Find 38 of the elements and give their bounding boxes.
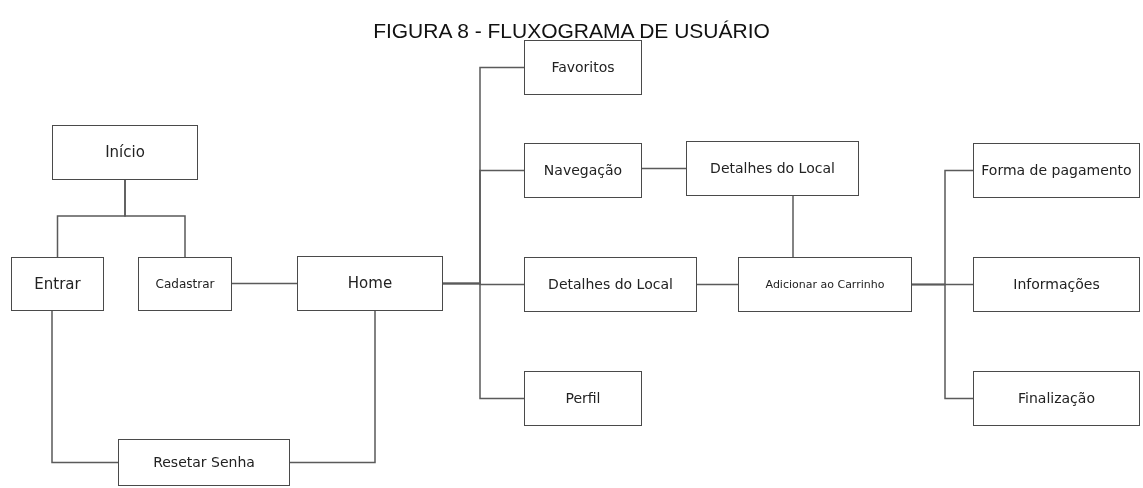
connector-line	[289, 310, 376, 464]
process-box	[118, 439, 290, 486]
connector-line	[124, 179, 186, 258]
box-label: Detalhes do Local	[547, 275, 674, 294]
box-label: Início	[104, 143, 146, 162]
process-box	[524, 257, 697, 312]
process-box	[297, 256, 443, 311]
box-label: Detalhes do Local	[709, 159, 836, 178]
process-box	[524, 371, 642, 426]
connector-line	[792, 195, 794, 258]
box-label: Perfil	[564, 389, 602, 408]
box-label: Home	[346, 274, 394, 293]
connector-line	[442, 282, 525, 400]
process-box	[973, 257, 1140, 312]
process-box	[138, 257, 232, 311]
box-label: Adicionar ao Carrinho	[764, 277, 886, 292]
connector-line	[641, 167, 687, 170]
process-box	[973, 143, 1140, 198]
process-box	[524, 143, 642, 198]
connector-line	[231, 282, 298, 285]
process-box	[524, 40, 642, 95]
box-label: Favoritos	[550, 58, 616, 77]
box-label: Navegação	[542, 161, 624, 180]
process-box	[973, 371, 1140, 426]
box-label: Entrar	[33, 274, 82, 294]
process-box	[11, 257, 104, 311]
process-box	[738, 257, 912, 312]
connector-line	[51, 310, 119, 464]
box-label: Forma de pagamento	[980, 161, 1133, 180]
connector-line	[911, 283, 974, 400]
connector-line	[696, 283, 739, 286]
process-box	[52, 125, 198, 180]
box-label: Finalização	[1017, 389, 1096, 408]
box-label: Resetar Senha	[152, 453, 256, 472]
figure-title: FIGURA 8 - FLUXOGRAMA DE USUÁRIO	[372, 19, 771, 43]
box-label: Informações	[1012, 275, 1101, 294]
box-label: Cadastrar	[154, 276, 216, 292]
process-box	[686, 141, 859, 196]
